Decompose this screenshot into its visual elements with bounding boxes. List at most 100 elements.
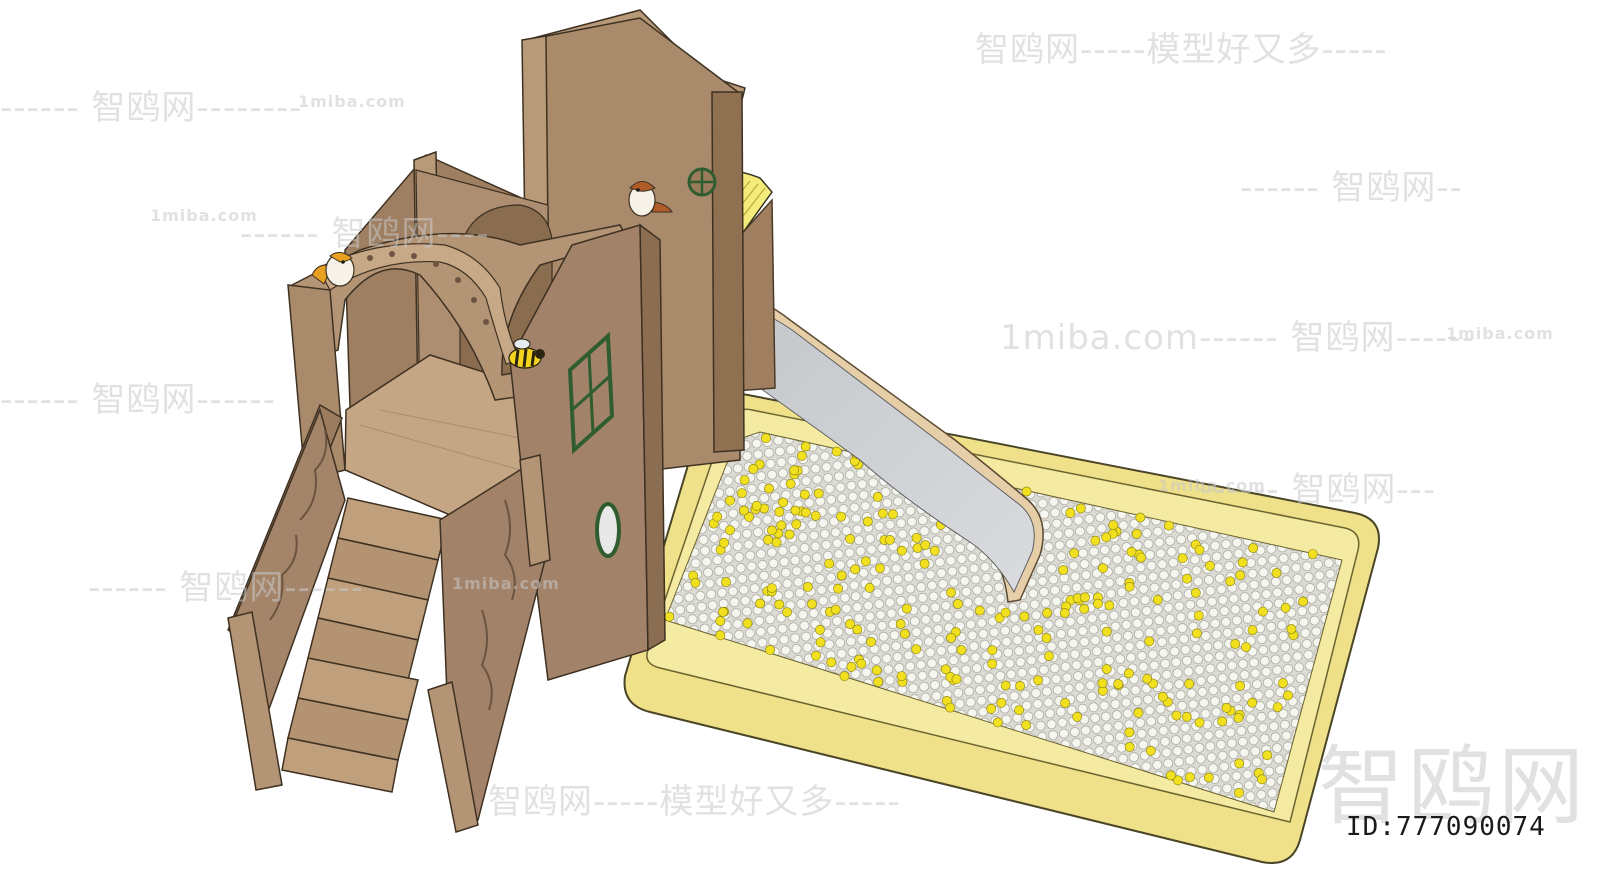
- yellow-ball: [810, 510, 821, 521]
- yellow-ball: [664, 611, 675, 622]
- right-wall-post: [711, 91, 745, 453]
- yellow-ball: [1177, 553, 1188, 564]
- yellow-ball: [872, 491, 883, 502]
- yellow-ball: [755, 598, 765, 609]
- yellow-ball: [845, 619, 855, 629]
- stair-left-newel-post: [227, 611, 283, 791]
- yellow-ball: [1278, 678, 1288, 688]
- yellow-ball: [1033, 625, 1044, 635]
- yellow-ball: [1217, 716, 1228, 727]
- yellow-ball: [782, 607, 792, 617]
- yellow-ball: [911, 533, 922, 543]
- yellow-ball: [1136, 552, 1146, 563]
- yellow-ball: [1181, 711, 1192, 722]
- yellow-ball: [800, 441, 811, 452]
- watermark-text: ------ 智鸥网----: [240, 214, 490, 254]
- yellow-ball: [1021, 720, 1031, 730]
- brand-logo-watermark: 智鸥网: [1318, 737, 1588, 837]
- yellow-ball: [1108, 520, 1119, 530]
- yellow-ball: [1033, 675, 1043, 686]
- yellow-ball: [1203, 772, 1214, 783]
- yellow-ball: [884, 535, 895, 545]
- watermark-text: 智鸥网-----模型好又多-----: [975, 30, 1388, 70]
- yellow-ball: [846, 661, 857, 672]
- yellow-ball: [815, 624, 825, 635]
- yellow-ball: [785, 478, 796, 489]
- yellow-ball: [1131, 528, 1142, 539]
- yellow-ball: [767, 525, 777, 536]
- yellow-ball: [897, 545, 907, 556]
- yellow-ball: [953, 599, 963, 609]
- watermark-text: 1miba.com------ 智鸥网------: [1000, 318, 1476, 358]
- yellow-ball: [1069, 548, 1080, 559]
- yellow-ball: [1014, 705, 1024, 715]
- yellow-ball: [1205, 560, 1215, 571]
- yellow-ball: [1157, 691, 1168, 702]
- yellow-ball: [789, 465, 800, 476]
- yellow-ball: [946, 587, 956, 598]
- yellow-ball: [718, 607, 728, 617]
- yellow-ball: [831, 446, 842, 457]
- yellow-ball: [992, 717, 1003, 728]
- yellow-ball: [807, 599, 817, 609]
- ball-pool: [623, 392, 1380, 864]
- yellow-ball: [802, 582, 813, 592]
- square-window: [567, 331, 615, 455]
- yellow-ball: [856, 658, 867, 669]
- yellow-ball: [1190, 587, 1201, 598]
- yellow-ball: [839, 671, 850, 682]
- yellow-ball: [1221, 702, 1232, 713]
- yellow-ball: [956, 645, 967, 655]
- yellow-ball: [871, 665, 882, 676]
- yellow-ball: [946, 633, 956, 643]
- yellow-ball: [1234, 758, 1245, 769]
- yellow-ball: [1194, 717, 1205, 728]
- yellow-ball: [744, 512, 754, 522]
- yellow-ball: [1298, 596, 1308, 607]
- yellow-ball: [1235, 570, 1246, 581]
- yellow-ball: [929, 545, 940, 556]
- yellow-ball: [951, 674, 962, 685]
- yellow-ball: [767, 583, 777, 593]
- yellow-ball: [836, 570, 847, 581]
- yellow-ball: [1000, 680, 1011, 691]
- yellow-ball: [1152, 594, 1163, 605]
- yellow-ball: [1247, 625, 1258, 635]
- yellow-ball: [877, 508, 888, 519]
- yellow-ball: [774, 506, 785, 517]
- yellow-ball: [1241, 642, 1251, 652]
- round-window-green: [687, 167, 717, 197]
- yellow-ball: [761, 433, 771, 444]
- yellow-ball: [764, 483, 774, 494]
- yellow-ball: [850, 564, 860, 575]
- yellow-ball: [1126, 546, 1137, 557]
- yellow-ball: [1065, 508, 1076, 518]
- yellow-ball: [1237, 557, 1248, 568]
- slide: [719, 289, 1044, 603]
- yellow-ball: [1059, 608, 1070, 618]
- yellow-ball: [896, 671, 907, 681]
- yellow-ball: [1164, 520, 1174, 531]
- arch-holes: [367, 251, 489, 325]
- yellow-ball: [1283, 690, 1293, 701]
- yellow-ball: [1124, 668, 1134, 679]
- yellow-ball: [1019, 611, 1030, 622]
- yellow-ball: [826, 657, 837, 668]
- yellow-ball: [1042, 607, 1053, 618]
- yellow-ball: [1097, 678, 1108, 688]
- yellow-ball: [1247, 697, 1258, 708]
- yellow-ball: [1171, 710, 1182, 721]
- yellow-ball: [1225, 576, 1236, 587]
- yellow-ball: [1124, 581, 1135, 592]
- yellow-ball: [1193, 610, 1204, 621]
- yellow-ball: [1248, 543, 1259, 553]
- yellow-ball: [986, 703, 997, 714]
- yellow-ball: [748, 463, 759, 474]
- yellow-ball: [836, 511, 846, 522]
- yellow-ball: [1124, 742, 1135, 752]
- yellow-ball: [721, 577, 731, 587]
- yellow-ball: [774, 599, 785, 610]
- yellow-ball: [1101, 664, 1112, 674]
- yellow-ball: [1093, 598, 1103, 609]
